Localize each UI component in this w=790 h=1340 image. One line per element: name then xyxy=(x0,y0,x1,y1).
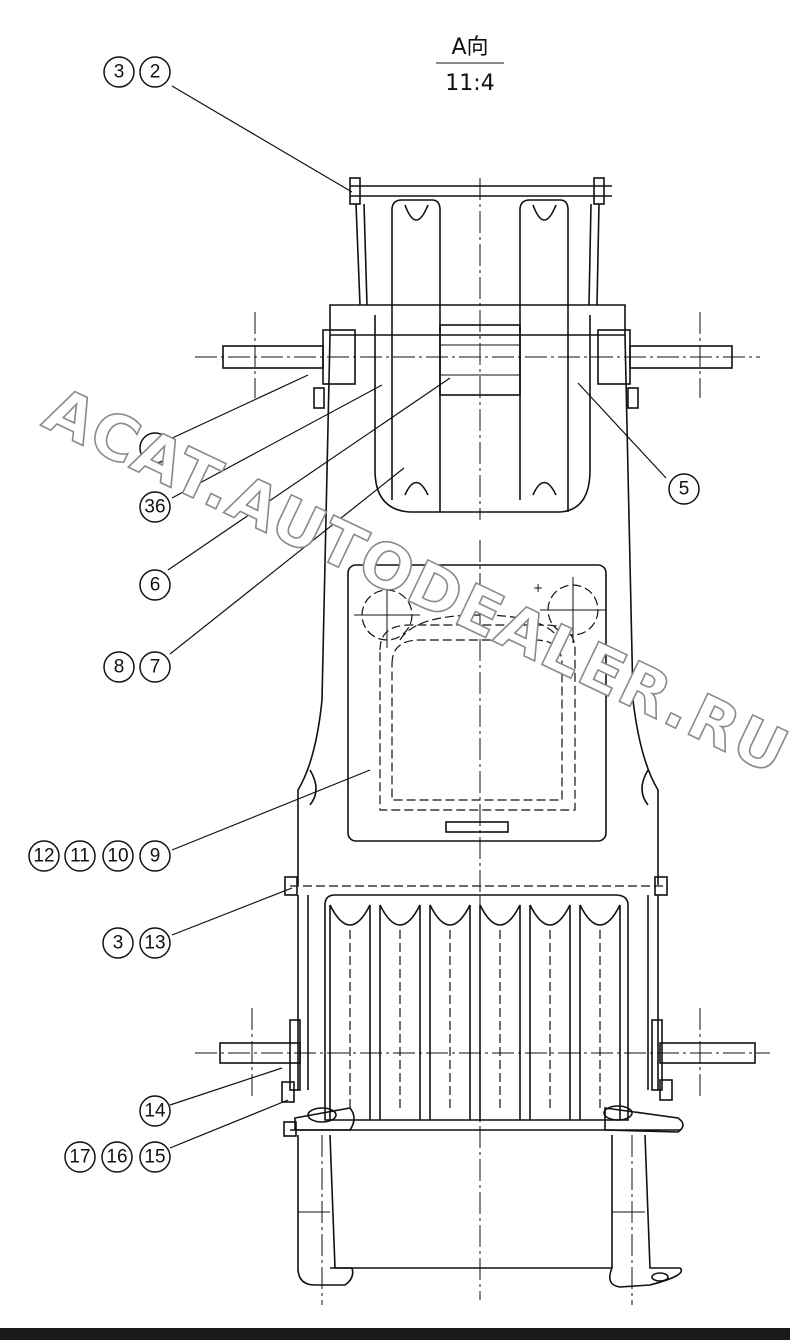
view-title: A向 11:4 xyxy=(436,35,504,96)
callout-number: 16 xyxy=(106,1147,127,1168)
boom-body: + + xyxy=(297,334,659,900)
callout-number: 14 xyxy=(144,1101,166,1122)
callout-number: 4 xyxy=(150,438,161,459)
leader-lines xyxy=(167,85,667,1149)
callout-number: 15 xyxy=(144,1147,165,1168)
callout-number: 6 xyxy=(150,575,161,596)
callout-6: 6 xyxy=(139,569,171,601)
callout-number: 7 xyxy=(150,657,161,678)
callout-36: 36 xyxy=(139,491,171,523)
callout-4: 4 xyxy=(139,432,171,464)
callout-number: 5 xyxy=(679,479,690,500)
callout-5: 5 xyxy=(668,473,700,505)
callout-number: 17 xyxy=(69,1147,90,1168)
callout-number: 36 xyxy=(144,497,165,518)
callout-12-11-10-9: 12 11 10 9 xyxy=(28,840,171,872)
callout-number: 8 xyxy=(114,657,125,678)
page-frame-bottom xyxy=(0,1328,790,1340)
svg-text:+: + xyxy=(414,581,424,595)
callout-number: 9 xyxy=(150,846,161,867)
callout-number: 10 xyxy=(107,846,128,867)
callout-3-2: 3 2 xyxy=(103,56,171,88)
callout-8-7: 8 7 xyxy=(103,651,171,683)
callout-number: 3 xyxy=(113,933,124,954)
callout-number: 12 xyxy=(33,846,54,867)
svg-text:+: + xyxy=(533,581,543,595)
callout-number: 2 xyxy=(150,62,161,83)
callout-number: 3 xyxy=(114,62,125,83)
callout-3-13: 3 13 xyxy=(102,927,171,959)
view-label: A向 xyxy=(451,35,488,60)
callout-number: 13 xyxy=(144,933,165,954)
callout-number: 11 xyxy=(70,846,90,867)
callout-17-16-15: 17 16 15 xyxy=(64,1141,171,1173)
lower-pulley-block xyxy=(195,876,770,1305)
view-scale: 11:4 xyxy=(445,71,494,96)
upper-pulley-block xyxy=(195,177,760,520)
callout-14: 14 xyxy=(139,1095,171,1127)
